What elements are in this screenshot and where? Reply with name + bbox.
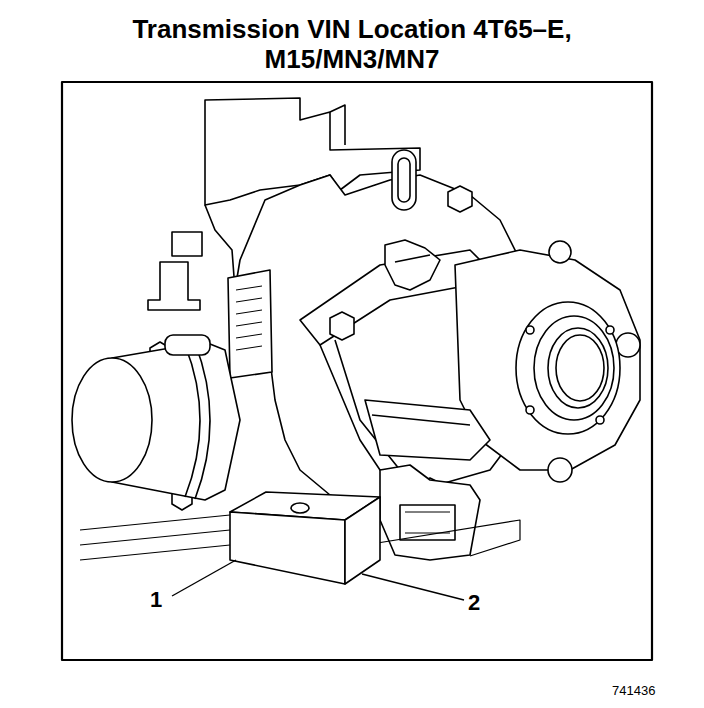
callout-number: 2: [468, 591, 480, 615]
diagram-title: Transmission VIN Location 4T65–E, M15/MN…: [82, 14, 622, 74]
leader-line: [172, 560, 236, 596]
leader-line: [362, 574, 464, 600]
transmission-drawing: [72, 98, 640, 584]
callout-number: 1: [150, 588, 162, 612]
figure-number: 741436: [612, 683, 655, 698]
figure-frame: [62, 82, 652, 660]
